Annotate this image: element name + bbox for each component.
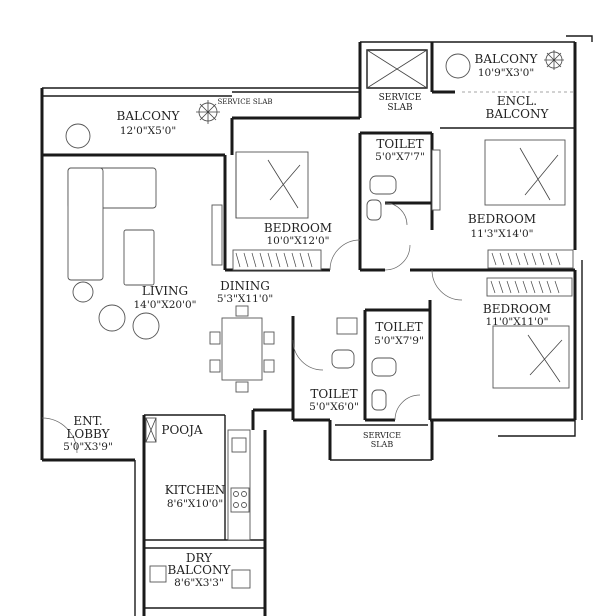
room-bedroom-lower-name: BEDROOM: [483, 302, 551, 316]
room-dining-name: DINING: [220, 279, 270, 293]
room-kitchen-name: KITCHEN: [165, 483, 226, 497]
room-balcony-main-name: BALCONY: [117, 109, 181, 123]
room-ent-lobby-2: LOBBY: [66, 427, 110, 441]
doors: [41, 202, 463, 454]
room-balcony-top-name: BALCONY: [475, 52, 539, 66]
room-ent-lobby-dim: 5'0"X3'9": [63, 441, 113, 453]
labels: BALCONY 12'0"X5'0" SERVICE SLAB BALCONY …: [63, 52, 551, 589]
room-service-slab-top-2: SLAB: [387, 103, 413, 113]
plant-icon: [196, 50, 564, 124]
bed-icon: [232, 151, 322, 271]
room-ent-lobby-1: ENT.: [73, 414, 102, 428]
room-dry-balcony-dim: 8'6"X3'3": [174, 577, 224, 589]
room-service-slab-bottom-1: SERVICE: [363, 431, 401, 440]
room-service-slab-top-1: SERVICE: [379, 93, 422, 103]
dining-table-icon: [209, 305, 275, 393]
armchair-icon: [98, 304, 126, 332]
room-encl-balcony-2: BALCONY: [486, 107, 550, 121]
room-toilet-top-name: TOILET: [376, 137, 423, 151]
walls: [40, 35, 593, 616]
balcony-chair-icon: [65, 123, 91, 149]
room-dining-dim: 5'3"X11'0": [217, 293, 273, 305]
room-service-slab-small: SERVICE SLAB: [217, 98, 272, 106]
room-toilet-mid-name: TOILET: [375, 320, 422, 334]
room-bedroom-left-dim: 10'0"X12'0": [267, 235, 330, 247]
room-toilet-mid-dim: 5'0"X7'9": [374, 335, 424, 347]
room-balcony-top-dim: 10'9"X3'0": [478, 67, 534, 79]
furniture: [65, 50, 574, 589]
room-toilet-low-name: TOILET: [310, 387, 357, 401]
room-dry-balcony-1: DRY: [186, 551, 213, 565]
room-bedroom-right-dim: 11'3"X14'0": [471, 228, 534, 240]
room-pooja: POOJA: [161, 423, 203, 437]
room-dry-balcony-2: BALCONY: [168, 563, 232, 577]
room-living-name: LIVING: [142, 284, 188, 298]
room-toilet-top-dim: 5'0"X7'7": [375, 151, 425, 163]
room-kitchen-dim: 8'6"X10'0": [167, 498, 223, 510]
room-bedroom-lower-dim: 11'0"X11'0": [486, 316, 549, 328]
bed-right-icon: [484, 139, 574, 269]
room-living-dim: 14'0"X20'0": [134, 299, 197, 311]
room-service-slab-bottom-2: SLAB: [371, 440, 394, 449]
coffee-table-icon: [123, 229, 155, 286]
bed-lower-icon: [486, 277, 573, 389]
room-bedroom-right-name: BEDROOM: [468, 212, 536, 226]
room-encl-balcony-1: ENCL.: [497, 94, 537, 108]
room-balcony-main-dim: 12'0"X5'0": [120, 125, 176, 137]
room-toilet-low-dim: 5'0"X6'0": [309, 401, 359, 413]
room-bedroom-left-name: BEDROOM: [264, 221, 332, 235]
